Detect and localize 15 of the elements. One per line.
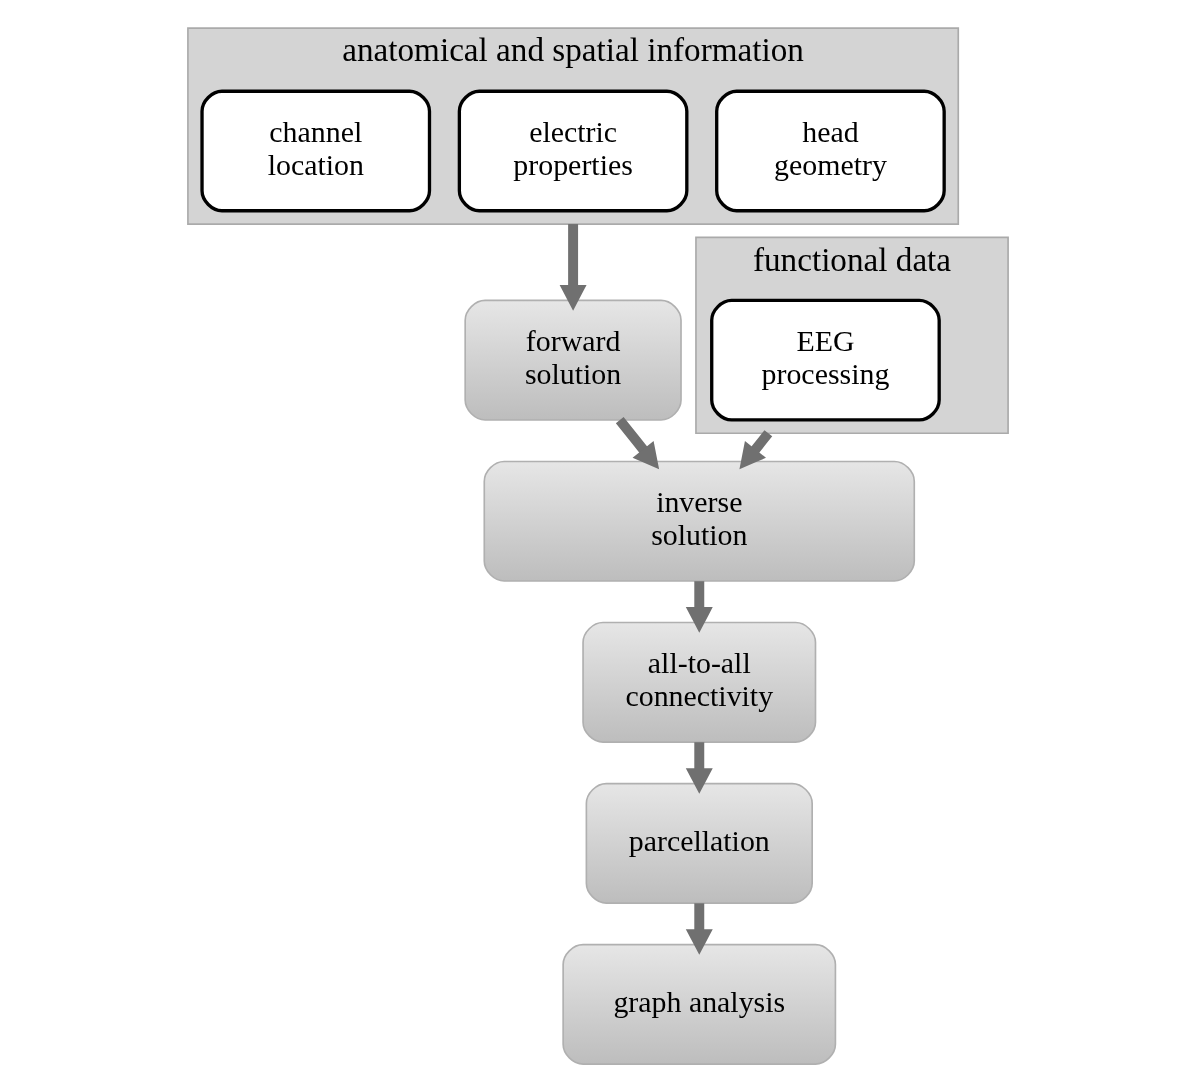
node-box: parcellation bbox=[585, 782, 813, 904]
arrow bbox=[615, 417, 659, 470]
node-box: all-to-all connectivity bbox=[581, 621, 816, 743]
arrow bbox=[685, 903, 713, 955]
arrow bbox=[685, 742, 713, 794]
node-box: EEG processing bbox=[709, 298, 941, 422]
node-box: forward solution bbox=[463, 299, 682, 421]
arrow bbox=[685, 581, 713, 633]
node-box: graph analysis bbox=[561, 943, 836, 1065]
node-box: electric properties bbox=[457, 89, 688, 213]
node-box: inverse solution bbox=[482, 460, 915, 582]
arrow bbox=[738, 430, 772, 470]
node-box: head geometry bbox=[714, 89, 946, 213]
arrow bbox=[559, 224, 587, 311]
node-box: channel location bbox=[199, 89, 431, 213]
